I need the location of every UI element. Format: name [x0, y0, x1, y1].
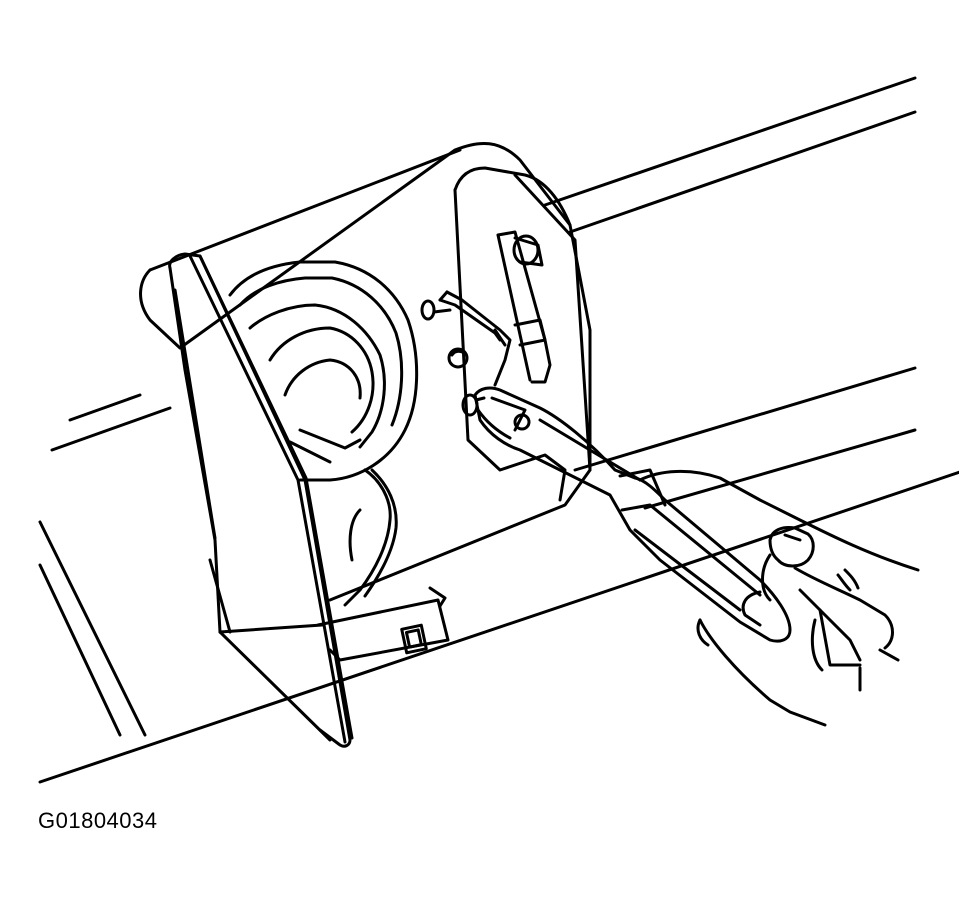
hand [640, 471, 918, 725]
hinge-arm [498, 232, 550, 382]
fuel-door-housing [141, 143, 590, 600]
hinge-plate [440, 292, 510, 385]
pliers [475, 388, 790, 641]
fuel-cap [230, 262, 417, 480]
figure-code-label: G01804034 [38, 808, 158, 833]
fuel-door [170, 254, 352, 746]
door-latch-bracket [318, 588, 448, 660]
rivet-upper [422, 301, 450, 319]
rivet-middle [449, 349, 467, 367]
fuel-cap-tether [345, 470, 396, 605]
body-panel-lines [40, 78, 959, 782]
